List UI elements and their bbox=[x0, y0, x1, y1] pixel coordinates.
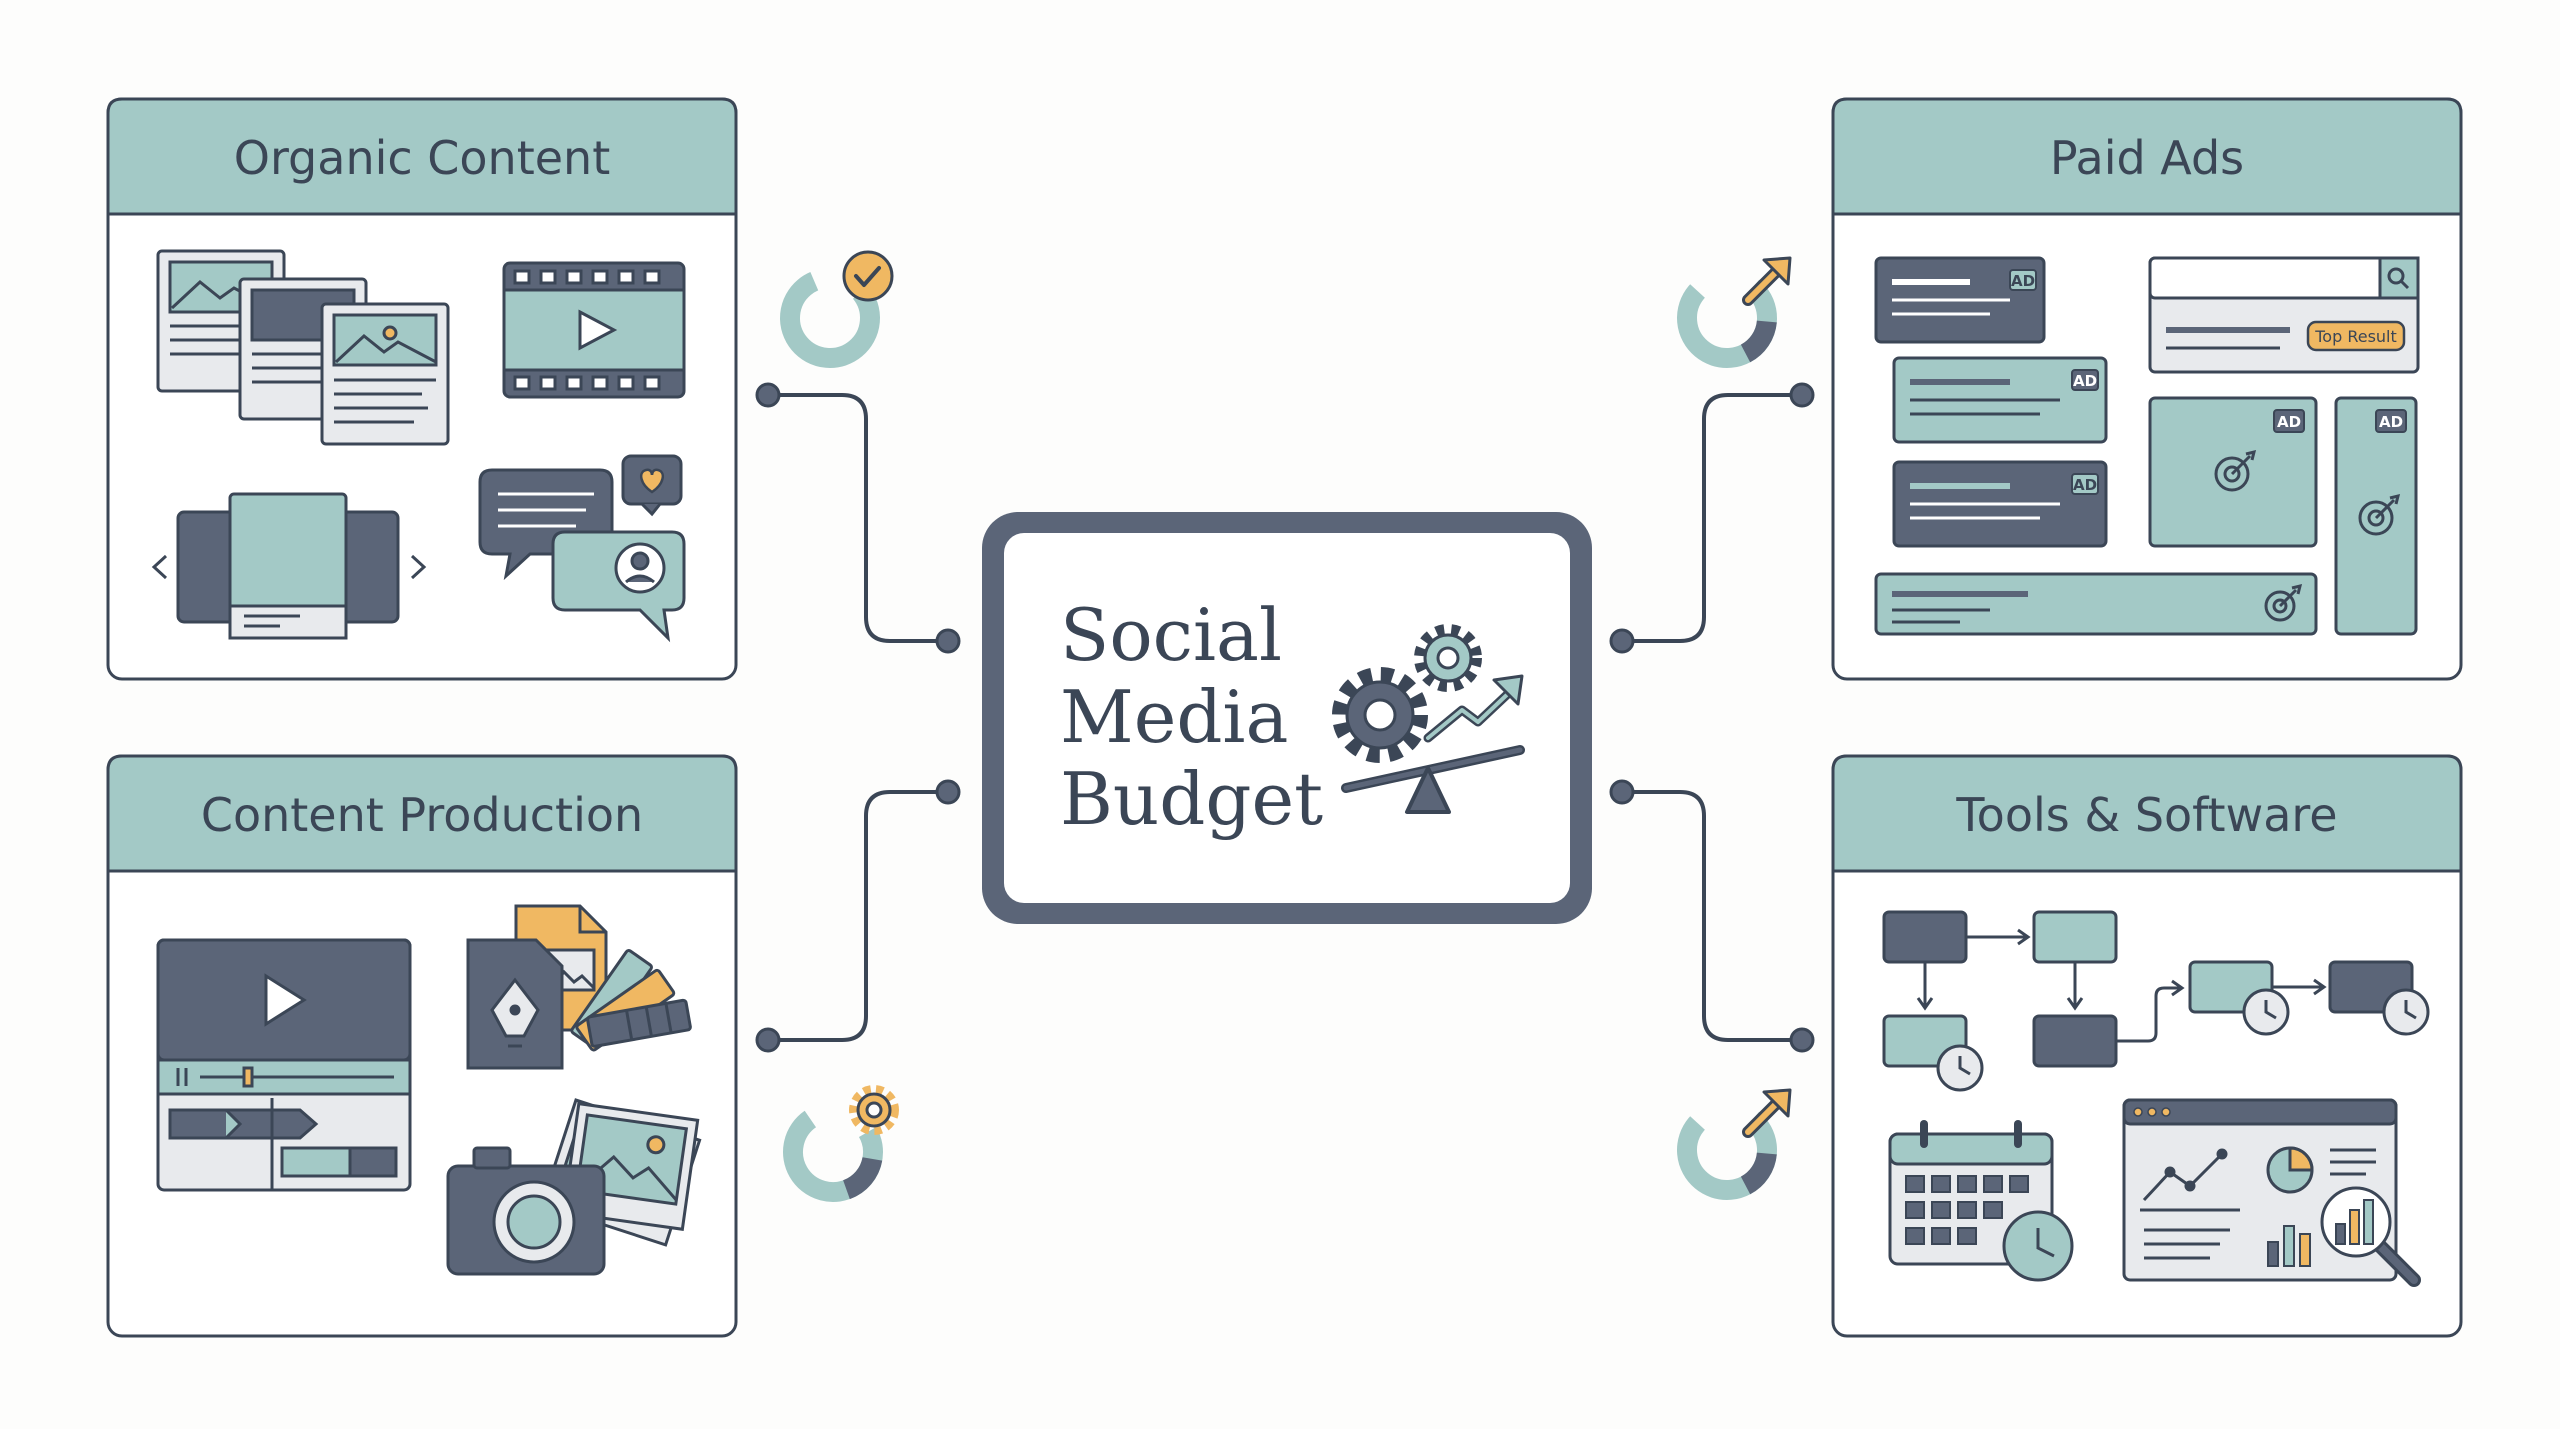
connectors bbox=[768, 393, 1802, 1042]
dot-organic-start bbox=[755, 382, 781, 408]
clock-icon bbox=[1936, 1044, 1984, 1092]
play-icon bbox=[264, 973, 307, 1027]
clock-icon bbox=[2002, 1210, 2074, 1282]
panel-title-tools: Tools & Software bbox=[1955, 788, 2337, 842]
ad-badge: AD bbox=[2277, 413, 2301, 431]
center-title-line-1: Social bbox=[1060, 593, 1282, 677]
check-icon bbox=[842, 250, 894, 302]
connector-organic bbox=[768, 393, 948, 643]
ad-badge: AD bbox=[2073, 476, 2097, 494]
connector-production bbox=[768, 790, 948, 1042]
panel-organic-content: Organic Content bbox=[106, 97, 738, 681]
chat-bubbles-icon bbox=[478, 454, 686, 643]
panel-paid-ads: Paid Ads AD AD AD bbox=[1831, 97, 2463, 681]
panel-title-organic: Organic Content bbox=[234, 131, 611, 185]
dot-paid-start bbox=[1609, 628, 1635, 654]
camera-photos-icon bbox=[446, 1098, 702, 1276]
donut-tools bbox=[1677, 1088, 1792, 1200]
top-result-badge: Top Result bbox=[2314, 327, 2397, 346]
workflow-icon bbox=[1882, 910, 2430, 1092]
connector-paid bbox=[1622, 393, 1802, 643]
chevron-left-icon bbox=[151, 554, 168, 580]
connector-tools bbox=[1622, 790, 1802, 1042]
donut-production bbox=[783, 1085, 899, 1202]
target-icon bbox=[2358, 493, 2401, 536]
target-icon bbox=[2214, 449, 2257, 492]
analytics-dashboard-icon bbox=[2122, 1098, 2421, 1287]
dot-tools-end bbox=[1789, 1027, 1815, 1053]
ad-cards: AD AD AD Top Result AD bbox=[1874, 256, 2420, 636]
heart-icon bbox=[639, 468, 665, 494]
gear-icon bbox=[849, 1085, 899, 1135]
image-posts-icon bbox=[156, 249, 450, 446]
ad-badge: AD bbox=[2379, 413, 2403, 431]
design-assets-icon bbox=[466, 904, 692, 1070]
arrow-up-right-icon bbox=[1742, 1088, 1792, 1138]
dot-production-end bbox=[935, 779, 961, 805]
gear-icon bbox=[1332, 667, 1428, 763]
center-title-line-2: Media bbox=[1060, 675, 1288, 759]
dot-production-start bbox=[755, 1027, 781, 1053]
video-film-icon bbox=[502, 261, 686, 399]
panel-title-production: Content Production bbox=[201, 788, 643, 842]
ad-badge: AD bbox=[2073, 372, 2097, 390]
chevron-right-icon bbox=[410, 554, 427, 580]
donut-organic bbox=[780, 250, 894, 368]
search-icon bbox=[2387, 267, 2405, 285]
clock-icon bbox=[2242, 988, 2290, 1036]
dot-organic-end bbox=[935, 628, 961, 654]
center-title-line-3: Budget bbox=[1060, 757, 1323, 841]
budget-balance-icon bbox=[1332, 624, 1525, 814]
connector-dots bbox=[755, 382, 1815, 1053]
ad-badge: AD bbox=[2011, 272, 2035, 290]
gear-icon bbox=[1414, 624, 1482, 692]
center-node: Social Media Budget bbox=[982, 512, 1592, 924]
magnifier-icon bbox=[2320, 1186, 2421, 1287]
dot-tools-start bbox=[1609, 779, 1635, 805]
panel-tools-software: Tools & Software bbox=[1831, 754, 2463, 1338]
video-editor-icon bbox=[156, 938, 412, 1192]
panel-content-production: Content Production bbox=[106, 754, 738, 1338]
play-icon bbox=[578, 309, 618, 351]
donut-paid bbox=[1677, 256, 1792, 368]
panel-title-paid: Paid Ads bbox=[2050, 131, 2244, 185]
arrow-up-right-icon bbox=[1742, 256, 1792, 306]
target-icon bbox=[2264, 583, 2303, 622]
dot-paid-end bbox=[1789, 382, 1815, 408]
carousel-icon bbox=[151, 492, 427, 640]
calendar-icon bbox=[1888, 1120, 2074, 1282]
scale-base bbox=[1405, 766, 1451, 814]
clock-icon bbox=[2382, 988, 2430, 1036]
